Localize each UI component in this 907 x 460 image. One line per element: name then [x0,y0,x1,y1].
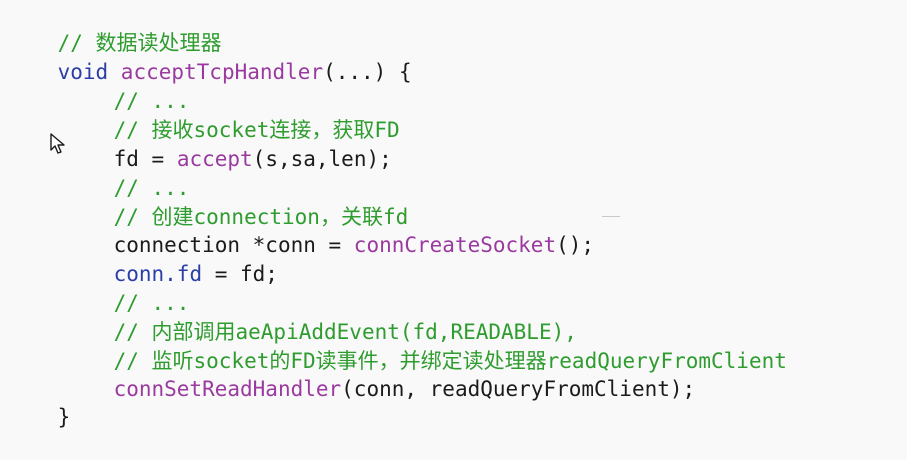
code-line-6: // ... [7,145,190,200]
function-accept: accept [176,146,253,171]
declaration: connection *conn = [113,232,354,257]
comment-text: // 内部调用aeApiAddEvent(fd,READABLE), [113,319,577,344]
function-signature: (...) { [323,59,412,84]
assignment: = fd; [202,261,278,286]
code-line-1: // 数据读处理器 [7,0,222,55]
comment-text: // 创建connection，关联fd [113,204,409,229]
code-line-13: connSetReadHandler(conn, readQueryFromCl… [7,346,696,401]
mouse-pointer-icon [50,133,65,154]
call-args: (s,sa,len); [252,146,392,171]
comment-text: // ... [113,290,190,315]
variable-fd: fd [113,146,139,171]
comment-text: // 接收socket连接，获取FD [113,117,400,142]
code-editor[interactable]: // 数据读处理器 void acceptTcpHandler(...) { /… [0,0,907,429]
function-name: acceptTcpHandler [108,59,324,84]
code-line-11: // 内部调用aeApiAddEvent(fd,READABLE), [7,289,577,344]
code-line-3: // ... [7,58,190,113]
function-connCreateSocket: connCreateSocket [353,232,557,257]
code-line-4: // 接收socket连接，获取FD [7,87,400,142]
code-line-5: fd = accept(s,sa,len); [7,116,392,171]
comment-text: // ... [113,88,190,113]
trailing-guide-mark [602,216,620,217]
code-line-8: connection *conn = connCreateSocket(); [7,202,594,257]
comment-text: // 数据读处理器 [57,30,222,55]
operator-assign: = [138,146,177,171]
variable-conn: conn [113,261,165,286]
comment-text: // 监听socket的FD读事件，并绑定读处理器readQueryFromCl… [113,348,787,373]
comment-text: // ... [113,175,190,200]
keyword-void: void [57,59,109,84]
code-line-12: // 监听socket的FD读事件，并绑定读处理器readQueryFromCl… [7,318,787,373]
code-line-14: } [7,374,71,429]
code-line-2: void acceptTcpHandler(...) { [7,29,412,84]
code-line-7: // 创建connection，关联fd [7,174,409,229]
function-connSetReadHandler: connSetReadHandler [113,376,342,401]
call-args: (conn, readQueryFromClient); [341,376,696,401]
call-args: (); [556,232,595,257]
code-line-9: conn.fd = fd; [7,231,278,286]
code-line-10: // ... [7,260,190,315]
closing-brace: } [57,404,71,429]
property-fd: .fd [164,261,203,286]
